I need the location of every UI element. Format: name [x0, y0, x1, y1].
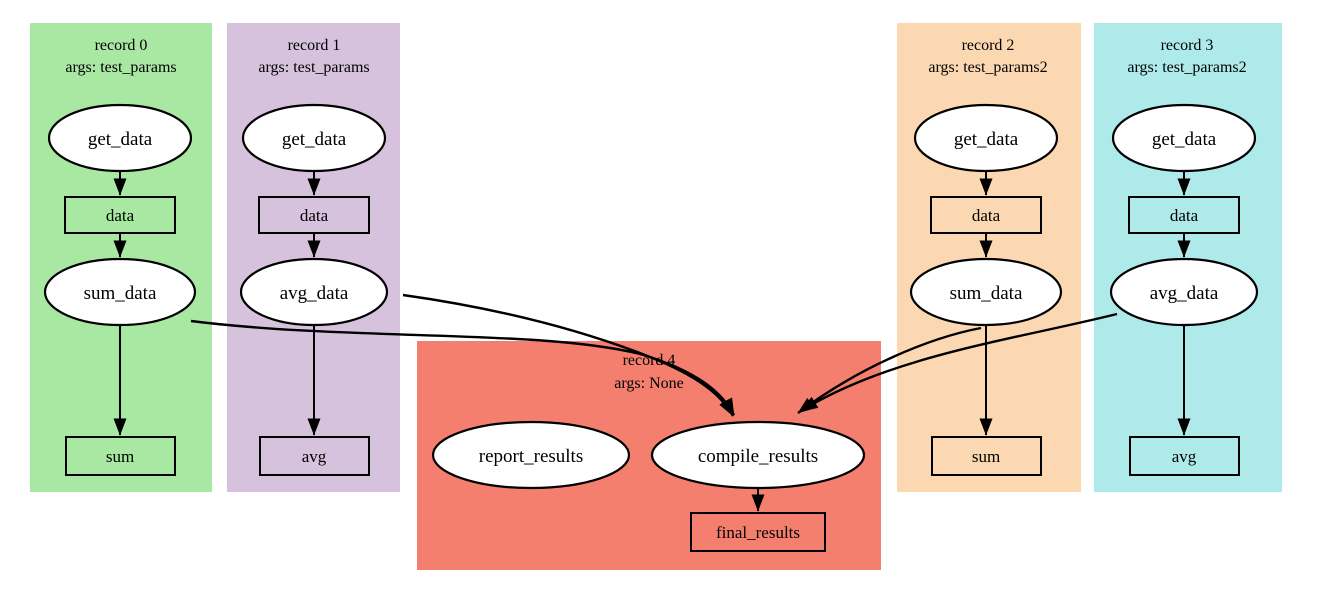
cluster-record-3-args: args: test_params2: [1127, 59, 1246, 76]
box-sum-r2-label: sum: [972, 447, 1000, 466]
cluster-record-2-background: [897, 23, 1081, 492]
cluster-record-2-args: args: test_params2: [928, 59, 1047, 76]
node-sum-data-r2-label: sum_data: [950, 283, 1023, 304]
node-get-data-r3-label: get_data: [1152, 129, 1217, 150]
node-get-data-r0: [47, 103, 193, 173]
node-compile-results: [650, 420, 866, 490]
node-get-data-r3: [1111, 103, 1257, 173]
node-avg-data-r3: [1109, 257, 1259, 327]
box-data-r1-label: data: [300, 206, 329, 225]
node-compile-results-label: compile_results: [698, 446, 818, 467]
cluster-record-3-background: [1094, 23, 1282, 492]
box-final-results-label: final_results: [716, 523, 800, 542]
cluster-record-0-args: args: test_params: [65, 59, 176, 76]
cluster-record-0-title: record 0: [95, 37, 148, 54]
box-avg-r3: [1129, 436, 1240, 476]
box-data-r0: [64, 196, 176, 234]
box-data-r0-label: data: [106, 206, 135, 225]
box-sum-r2: [931, 436, 1042, 476]
edge-sumdata-r0-to-compile: [190, 319, 736, 416]
cluster-record-1: record 1 args: test_params get_data data…: [227, 23, 400, 492]
box-data-r2-label: data: [972, 206, 1001, 225]
node-avg-data-r1-label: avg_data: [280, 283, 349, 304]
node-avg-data-r1: [239, 257, 389, 327]
node-report-results-label: report_results: [479, 446, 583, 467]
edge-avgdata-r3-to-compile: [800, 312, 1118, 413]
cluster-record-4: record 4 args: None report_results compi…: [417, 341, 881, 570]
edge-sumdata-r2-to-compile: [797, 326, 982, 414]
node-get-data-r2: [913, 103, 1059, 173]
cluster-record-4-title: record 4: [623, 352, 676, 369]
cluster-record-1-title: record 1: [288, 37, 341, 54]
node-get-data-r1: [241, 103, 387, 173]
box-data-r3-label: data: [1170, 206, 1199, 225]
cross-record-edges: [190, 293, 1118, 417]
node-report-results: [431, 420, 631, 490]
box-data-r1: [258, 196, 370, 234]
node-get-data-r2-label: get_data: [954, 129, 1019, 150]
node-sum-data-r0-label: sum_data: [84, 283, 157, 304]
box-sum-r0-label: sum: [106, 447, 134, 466]
box-avg-r1-label: avg: [302, 447, 327, 466]
box-avg-r3-label: avg: [1172, 447, 1197, 466]
node-avg-data-r3-label: avg_data: [1150, 283, 1219, 304]
cluster-record-2: record 2 args: test_params2 get_data dat…: [897, 23, 1081, 492]
cluster-record-4-args: args: None: [614, 375, 683, 392]
box-sum-r0: [65, 436, 176, 476]
box-avg-r1: [259, 436, 370, 476]
node-get-data-r1-label: get_data: [282, 129, 347, 150]
cluster-record-0: record 0 args: test_params get_data data…: [30, 23, 212, 492]
node-sum-data-r2: [909, 257, 1063, 327]
node-get-data-r0-label: get_data: [88, 129, 153, 150]
cluster-record-2-title: record 2: [962, 37, 1015, 54]
edge-avgdata-r1-to-compile: [402, 293, 735, 417]
node-sum-data-r0: [43, 257, 197, 327]
box-data-r2: [930, 196, 1042, 234]
cluster-record-3-title: record 3: [1161, 37, 1214, 54]
cluster-record-1-args: args: test_params: [258, 59, 369, 76]
box-final-results: [690, 512, 826, 552]
cluster-record-3: record 3 args: test_params2 get_data dat…: [1094, 23, 1282, 492]
box-data-r3: [1128, 196, 1240, 234]
